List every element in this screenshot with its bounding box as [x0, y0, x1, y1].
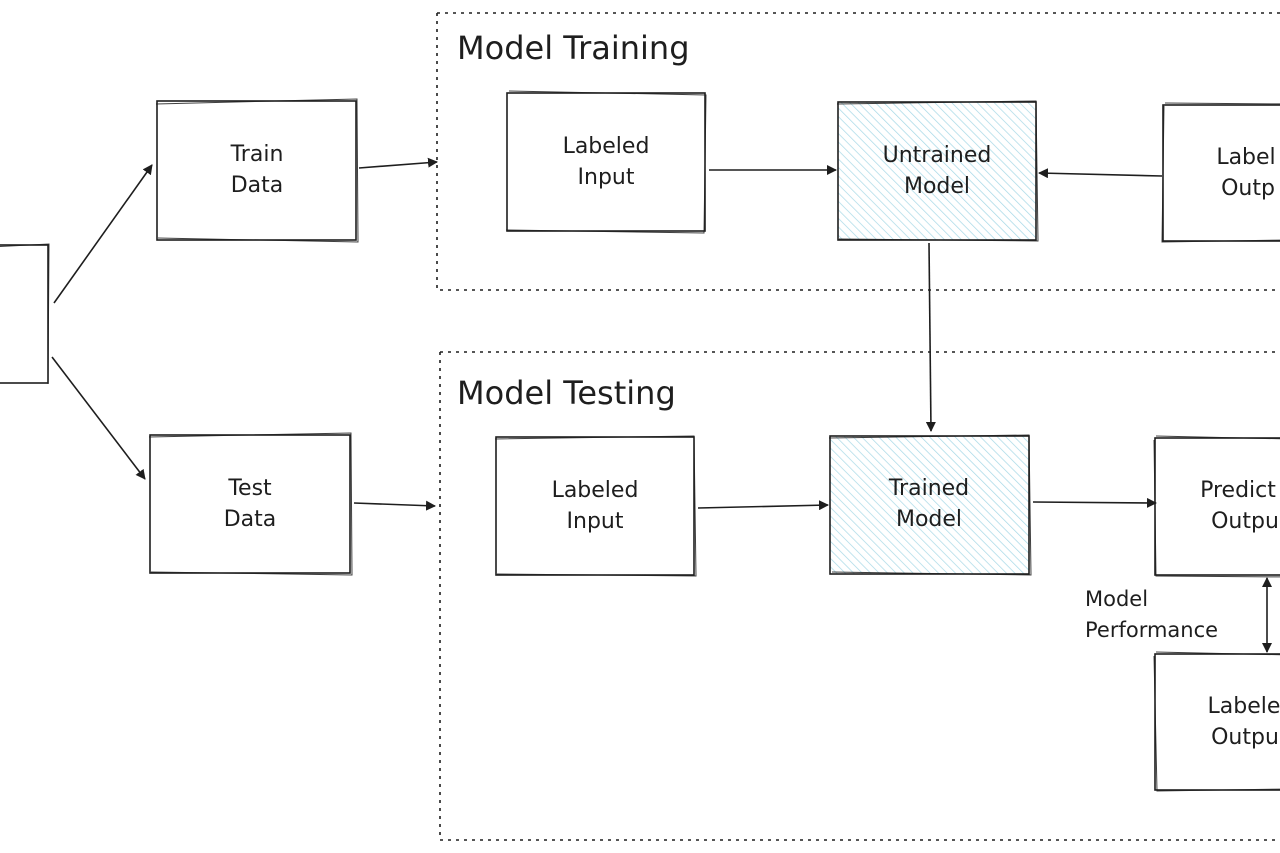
testing-labeled-input-box[interactable]: Labeled Input [494, 435, 697, 577]
arrow-labeled-output-to-untrained-model [1038, 168, 1163, 179]
test-data-line1: Test [227, 476, 272, 501]
source-data-box[interactable] [0, 243, 50, 385]
training-labeled-input-box[interactable]: Labeled Input [505, 90, 707, 234]
train-data-box[interactable]: Train Data [155, 98, 359, 243]
model-testing-group: Model Testing [439, 351, 1280, 841]
model-training-title: Model Training [457, 29, 690, 67]
training-labeled-input-line1: Labeled [563, 134, 650, 159]
untrained-model-box[interactable]: Untrained Model [836, 100, 1039, 242]
arrow-test-data-to-testing [353, 500, 436, 511]
model-performance-line2: Performance [1085, 618, 1218, 642]
model-performance-note: Model Performance [1085, 587, 1218, 642]
test-data-box[interactable]: Test Data [148, 432, 353, 576]
training-labeled-output-box[interactable]: Label Outp [1161, 102, 1280, 243]
model-testing-title: Model Testing [457, 374, 676, 412]
predicted-output-line2: Outpu [1211, 509, 1279, 534]
train-data-line2: Data [231, 173, 284, 198]
model-testing-frame [439, 351, 1280, 841]
connectors [51, 157, 1272, 653]
arrow-train-data-to-training [358, 157, 438, 169]
train-data-line1: Train [230, 142, 284, 167]
training-labeled-output-line1: Label [1216, 145, 1275, 170]
arrow-labeled-input-to-trained-model [697, 500, 829, 511]
testing-labeled-output-line2: Outpu [1211, 725, 1279, 750]
testing-labeled-input-line2: Input [567, 509, 624, 534]
predicted-output-line1: Predict [1200, 478, 1276, 503]
testing-labeled-input-line1: Labeled [552, 478, 639, 503]
test-data-line2: Data [224, 507, 277, 532]
training-labeled-input-line2: Input [578, 165, 635, 190]
arrow-untrained-to-trained-model [925, 242, 936, 432]
trained-model-line1: Trained [888, 476, 969, 501]
testing-labeled-output-box[interactable]: Labele Outpu [1153, 651, 1280, 792]
predicted-output-box[interactable]: Predict Outpu [1153, 435, 1280, 578]
model-performance-line1: Model [1085, 587, 1148, 611]
trained-model-box[interactable]: Trained Model [828, 434, 1032, 576]
trained-model-line2: Model [896, 507, 962, 532]
arrow-source-to-test-data [51, 356, 146, 480]
arrow-trained-model-to-predicted-output [1032, 497, 1157, 508]
training-labeled-output-line2: Outp [1221, 176, 1275, 201]
model-training-group: Model Training [436, 12, 1280, 291]
arrow-source-to-train-data [53, 164, 153, 304]
testing-labeled-output-line1: Labele [1208, 694, 1280, 719]
untrained-model-line2: Model [904, 174, 970, 199]
untrained-model-line1: Untrained [883, 143, 992, 168]
